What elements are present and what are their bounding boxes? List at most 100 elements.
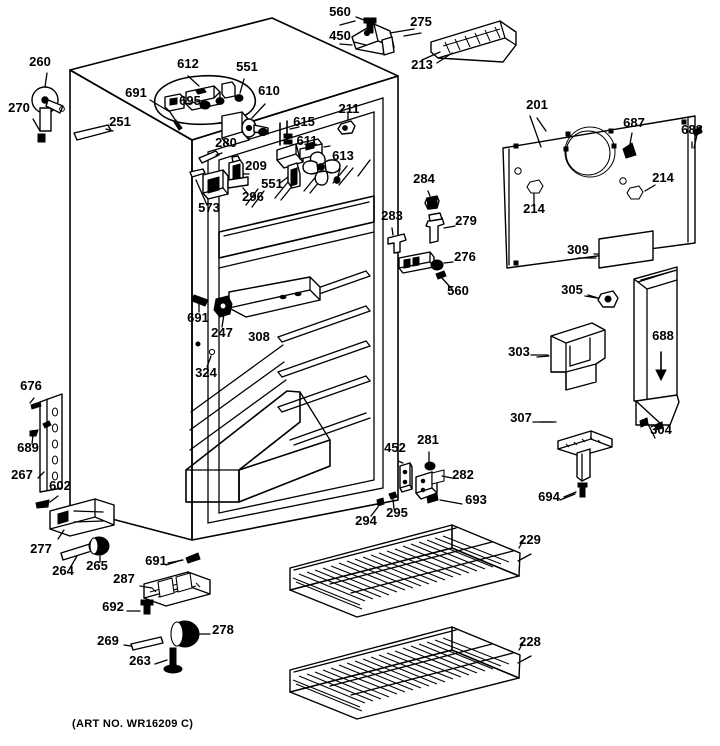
cabinet-body <box>69 17 399 541</box>
callout-303: 303 <box>508 344 530 359</box>
callout-247: 247 <box>211 325 233 340</box>
callout-687: 687 <box>623 115 645 130</box>
callout-209: 209 <box>245 158 267 173</box>
part-281-door-stop-pin <box>424 451 436 471</box>
part-304-drain-pan <box>633 266 680 431</box>
callout-281: 281 <box>417 432 439 447</box>
callout-304: 304 <box>650 422 672 437</box>
part-296-thermostat-housing <box>202 169 249 200</box>
callout-201: 201 <box>526 97 548 112</box>
callout-615: 615 <box>293 114 315 129</box>
part-694-screw <box>563 482 588 498</box>
callout-307: 307 <box>510 410 532 425</box>
callout-611: 611 <box>297 133 318 148</box>
callout-613: 613 <box>332 148 354 163</box>
part-687-clip <box>622 132 637 159</box>
part-284-grommet <box>424 190 440 210</box>
callout-214: 214 <box>523 201 545 216</box>
part-214-plug-buttons <box>526 179 656 207</box>
part-295-screw <box>388 491 398 510</box>
part-211-grommet <box>337 111 356 135</box>
callout-211: 211 <box>339 101 360 116</box>
callout-689: 689 <box>17 440 39 455</box>
callout-688: 688 <box>681 122 703 137</box>
part-307-drain-support <box>539 421 613 482</box>
callout-691: 691 <box>187 310 209 325</box>
part-602-screw <box>35 495 59 509</box>
part-573-control-knob <box>189 168 208 206</box>
callout-282: 282 <box>452 467 474 482</box>
part-691-screw-interior <box>191 294 209 313</box>
callout-695: 695 <box>179 93 201 108</box>
callout-263: 263 <box>129 653 151 668</box>
control-housing-assembly <box>149 74 257 131</box>
part-693-screw <box>426 493 463 505</box>
part-305-grommet <box>587 290 619 308</box>
callout-276: 276 <box>454 249 476 264</box>
callout-612: 612 <box>177 56 199 71</box>
callout-691: 691 <box>145 553 167 568</box>
callout-305: 305 <box>561 282 583 297</box>
callout-688: 688 <box>652 328 674 343</box>
part-615-wire-harness <box>258 120 300 146</box>
crisper-drawers <box>185 344 331 503</box>
part-201-rear-panel <box>502 115 696 269</box>
part-324-shelf-stud <box>195 341 216 368</box>
callout-251: 251 <box>109 114 131 129</box>
callout-602: 602 <box>49 478 71 493</box>
part-265-roller <box>88 536 110 563</box>
part-613-fan-blade <box>302 151 341 186</box>
callout-278: 278 <box>212 622 234 637</box>
part-287-leveler-plate <box>139 571 211 607</box>
callout-284: 284 <box>413 171 435 186</box>
callout-573: 573 <box>198 200 220 215</box>
part-269-screw <box>123 636 164 651</box>
part-282-door-stop-bracket <box>415 469 453 500</box>
callout-452: 452 <box>384 440 406 455</box>
callout-691: 691 <box>125 85 147 100</box>
part-551-screw-lower <box>279 162 301 189</box>
part-560-screw-mid <box>435 270 453 290</box>
part-688-screw-panel <box>691 126 703 149</box>
part-251-handle <box>73 124 114 141</box>
callout-214: 214 <box>652 170 674 185</box>
part-303-drain-trough <box>536 322 606 391</box>
callout-692: 692 <box>102 599 124 614</box>
part-283-bracket <box>387 227 407 254</box>
part-275-hinge-center <box>351 23 415 56</box>
part-263-leveling-leg <box>154 647 183 674</box>
part-277-base-bracket <box>49 498 115 540</box>
callout-275: 275 <box>410 14 432 29</box>
callout-265: 265 <box>86 558 108 573</box>
part-688-arrow-pan <box>655 351 667 382</box>
callout-264: 264 <box>52 563 74 578</box>
part-279-drain-fitting <box>425 212 456 244</box>
part-450-hinge-cam <box>353 41 367 46</box>
callout-450: 450 <box>329 28 351 43</box>
callout-213: 213 <box>411 57 433 72</box>
part-676-screw <box>29 397 42 410</box>
callout-324: 324 <box>195 365 217 380</box>
callout-693: 693 <box>465 492 487 507</box>
callout-229: 229 <box>519 532 541 547</box>
callout-277: 277 <box>30 541 52 556</box>
callout-560: 560 <box>329 4 351 19</box>
callout-551: 551 <box>261 176 283 191</box>
part-309-nameplate <box>593 230 654 269</box>
part-213-ice-tray <box>430 20 517 64</box>
callout-308: 308 <box>248 329 270 344</box>
part-267-hinge-rail <box>37 393 63 493</box>
part-278-roller-wheel <box>170 620 211 648</box>
part-247-shelf-clip <box>213 295 233 328</box>
callout-260: 260 <box>29 54 51 69</box>
callout-228: 228 <box>519 634 541 649</box>
callout-296: 296 <box>242 189 264 204</box>
part-280-screw <box>198 150 223 164</box>
callout-294: 294 <box>355 513 377 528</box>
callout-267: 267 <box>11 467 33 482</box>
part-691-screw-base <box>167 552 201 564</box>
callout-676: 676 <box>20 378 42 393</box>
part-560-screw-top <box>355 16 377 34</box>
callout-number-labels: 2602702516916126955516106152116116132802… <box>8 4 703 668</box>
